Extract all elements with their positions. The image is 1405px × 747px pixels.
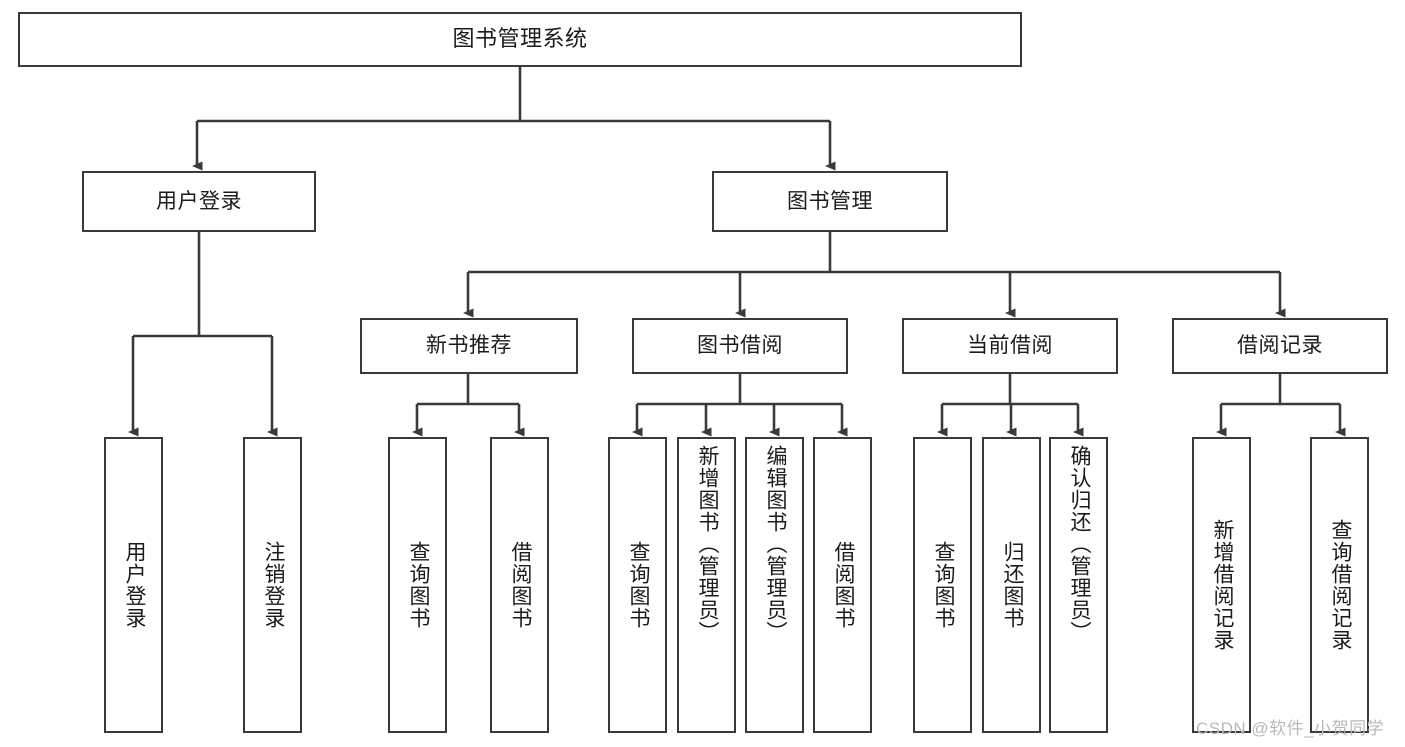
node-label: 确认归还（管理员） — [1067, 445, 1091, 643]
node-label: 查询图书 — [931, 541, 955, 629]
node-leaf-add-book[interactable]: 新增图书（管理员） — [677, 437, 736, 733]
node-label: 查询图书 — [406, 541, 430, 629]
node-user-login[interactable]: 用户登录 — [82, 171, 316, 232]
node-book-manage[interactable]: 图书管理 — [712, 171, 948, 232]
node-leaf-user-login[interactable]: 用户登录 — [104, 437, 163, 733]
node-label: 新增借阅记录 — [1210, 519, 1234, 651]
node-label: 注销登录 — [261, 541, 285, 629]
node-leaf-return-book[interactable]: 归还图书 — [982, 437, 1041, 733]
node-label: 图书借阅 — [697, 334, 783, 358]
node-new-book-recommend[interactable]: 新书推荐 — [360, 318, 578, 374]
node-leaf-borrow-book-2[interactable]: 借阅图书 — [813, 437, 872, 733]
node-borrow-record[interactable]: 借阅记录 — [1172, 318, 1388, 374]
watermark-text: CSDN @软件_小贺同学 — [1196, 719, 1385, 738]
node-current-borrow[interactable]: 当前借阅 — [902, 318, 1118, 374]
node-label: 编辑图书（管理员） — [763, 445, 787, 643]
node-leaf-confirm-return[interactable]: 确认归还（管理员） — [1049, 437, 1108, 733]
node-label: 当前借阅 — [967, 334, 1053, 358]
node-leaf-edit-book[interactable]: 编辑图书（管理员） — [745, 437, 804, 733]
node-label: 借阅图书 — [508, 541, 532, 629]
node-label: 用户登录 — [156, 189, 242, 213]
node-label: 用户登录 — [122, 541, 146, 629]
node-leaf-borrow-book-1[interactable]: 借阅图书 — [490, 437, 549, 733]
node-leaf-query-record[interactable]: 查询借阅记录 — [1310, 437, 1369, 733]
node-label: 查询借阅记录 — [1328, 519, 1352, 651]
node-label: 借阅记录 — [1237, 334, 1323, 358]
node-leaf-query-book-3[interactable]: 查询图书 — [913, 437, 972, 733]
node-leaf-add-record[interactable]: 新增借阅记录 — [1192, 437, 1251, 733]
node-label: 新书推荐 — [426, 334, 512, 358]
node-book-borrow[interactable]: 图书借阅 — [632, 318, 848, 374]
node-leaf-query-book-2[interactable]: 查询图书 — [608, 437, 667, 733]
node-leaf-logout[interactable]: 注销登录 — [243, 437, 302, 733]
node-root-system[interactable]: 图书管理系统 — [18, 12, 1022, 67]
node-label: 图书管理 — [787, 189, 873, 213]
node-label: 图书管理系统 — [452, 26, 588, 52]
node-label: 借阅图书 — [831, 541, 855, 629]
node-label: 归还图书 — [1000, 541, 1024, 629]
node-label: 查询图书 — [626, 541, 650, 629]
node-leaf-query-book-1[interactable]: 查询图书 — [388, 437, 447, 733]
node-label: 新增图书（管理员） — [695, 445, 719, 643]
